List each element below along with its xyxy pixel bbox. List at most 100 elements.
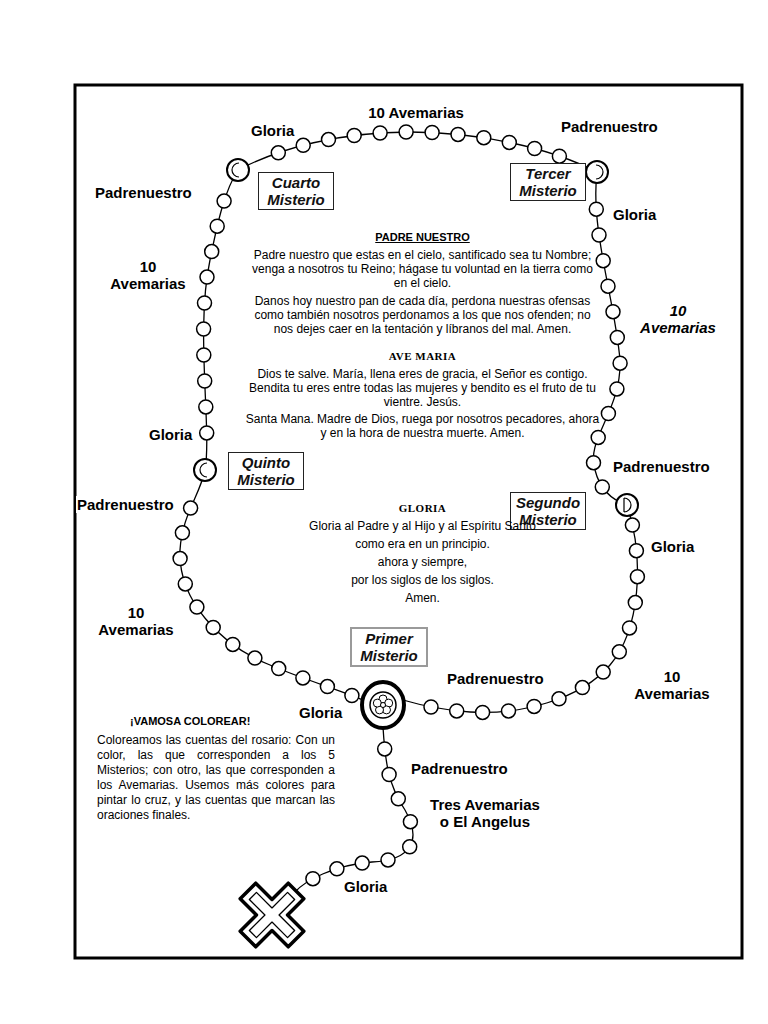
- rosary-bead: [575, 681, 589, 695]
- mystery-bead: [616, 494, 638, 516]
- rosary-bead: [381, 853, 395, 867]
- rosary-bead: [378, 742, 392, 756]
- mystery-bead: [194, 459, 216, 481]
- page-frame: [75, 85, 742, 958]
- bead-label: 10 Avemarias: [345, 104, 487, 121]
- mystery-box: Tercer Misterio: [510, 163, 586, 201]
- bead-label: 10 Avemarias: [628, 668, 716, 702]
- rosary-bead: [347, 129, 361, 143]
- prayer-text: por los siglos de los siglos.: [245, 573, 600, 587]
- rosary-bead: [197, 322, 211, 336]
- prayer-text: ahora y siempre,: [245, 555, 600, 569]
- prayer-text: Padre nuestro que estas en el cielo, san…: [245, 248, 600, 290]
- bead-label: Gloria: [612, 206, 657, 223]
- rosary-bead: [552, 692, 566, 706]
- rosary-bead: [200, 426, 214, 440]
- rosary-bead: [502, 704, 516, 718]
- rosary-bead: [345, 689, 359, 703]
- rosary-medallion: [362, 682, 404, 728]
- mystery-label: Cuarto Misterio: [263, 174, 329, 208]
- rosary-bead: [425, 126, 439, 140]
- rosary-bead: [296, 671, 310, 685]
- rosary-bead: [190, 600, 204, 614]
- rosary-bead: [424, 700, 438, 714]
- rosary-cross: [224, 867, 320, 963]
- mystery-box: Cuarto Misterio: [258, 172, 334, 210]
- rosary-bead: [178, 577, 192, 591]
- rosary-bead: [629, 544, 643, 558]
- prayer-text: Santa Mana. Madre de Dios, ruega por nos…: [245, 412, 600, 440]
- rosary-bead: [625, 518, 639, 532]
- rosary-bead: [205, 245, 219, 259]
- prayer-text: Gloria al Padre y al Hijo y al Espíritu …: [245, 519, 600, 533]
- prayer-text: Amen.: [245, 591, 600, 605]
- rosary-bead: [606, 305, 620, 319]
- rosary-bead: [217, 194, 231, 208]
- rosary-bead: [552, 149, 566, 163]
- rosary-bead: [601, 279, 615, 293]
- rosary-bead: [330, 862, 344, 876]
- rosary-bead: [272, 662, 286, 676]
- rosary-bead: [591, 430, 605, 444]
- rosary-bead: [587, 456, 601, 470]
- prayer-heading: AVE MARIA: [245, 349, 600, 363]
- rosary-bead: [592, 228, 606, 242]
- rosary-bead: [197, 348, 211, 362]
- rosary-bead: [527, 699, 541, 713]
- mystery-box: Primer Misterio: [350, 627, 428, 667]
- prayer-text: como era en un principio.: [245, 537, 600, 551]
- bead-label: 10 Avemarias: [634, 302, 722, 336]
- bead-label: 10 Avemarias: [92, 604, 180, 638]
- rosary-bead: [175, 526, 189, 540]
- mystery-label: Quinto Misterio: [233, 454, 299, 488]
- rosary-bead: [502, 135, 516, 149]
- mystery-bead: [586, 161, 608, 183]
- rosary-bead: [206, 620, 220, 634]
- rosary-bead: [184, 501, 198, 515]
- rosary-bead: [403, 840, 417, 854]
- rosary-bead: [450, 704, 464, 718]
- bead-label: Gloria: [343, 878, 388, 895]
- rosary-bead: [226, 637, 240, 651]
- rosary-bead: [628, 596, 642, 610]
- rosary-bead: [320, 680, 334, 694]
- bead-label: Padrenuestro: [76, 496, 175, 513]
- prayer-text: Dios te salve. María, llena eres de grac…: [245, 367, 600, 409]
- rosary-chain: [180, 132, 638, 712]
- rosary-bead: [403, 815, 417, 829]
- rosary-bead: [306, 872, 320, 886]
- note-heading: ¡VAMOSA COLOREAR!: [130, 714, 250, 728]
- bead-label: Gloria: [298, 704, 343, 721]
- rosary-bead: [623, 621, 637, 635]
- rosary-bead: [210, 219, 224, 233]
- bead-label: Gloria: [250, 122, 295, 139]
- rosary-bead: [610, 330, 624, 344]
- mystery-label: Tercer Misterio: [515, 165, 581, 199]
- rosary-bead: [601, 407, 615, 421]
- rosary-bead: [198, 374, 212, 388]
- mystery-box: Quinto Misterio: [228, 452, 304, 490]
- rosary-bead: [612, 645, 626, 659]
- rosary-bead: [595, 480, 609, 494]
- rosary-bead: [391, 792, 405, 806]
- rosary-bead: [613, 356, 627, 370]
- bead-label: 10 Avemarias: [104, 258, 192, 292]
- prayer-text: Danos hoy nuestro pan de cada día, perdo…: [245, 294, 600, 336]
- mystery-label: Primer Misterio: [356, 630, 422, 664]
- bead-label: Padrenuestro: [612, 458, 711, 475]
- prayer-heading: GLORIA: [245, 501, 600, 515]
- bead-label: Padrenuestro: [94, 184, 193, 201]
- bead-label: Padrenuestro: [410, 760, 509, 777]
- prayer-heading: PADRE NUESTRO: [245, 230, 600, 244]
- bead-label: Padrenuestro: [560, 118, 659, 135]
- rosary-bead: [630, 570, 644, 584]
- bead-label: Gloria: [650, 538, 695, 555]
- rosary-bead: [589, 202, 603, 216]
- mystery-bead: [227, 159, 249, 181]
- rosary-bead: [198, 296, 212, 310]
- rosary-bead: [476, 705, 490, 719]
- rosary-bead: [296, 138, 310, 152]
- rosary-bead: [596, 665, 610, 679]
- note-text: Coloreamos las cuentas del rosario: Con …: [97, 733, 335, 823]
